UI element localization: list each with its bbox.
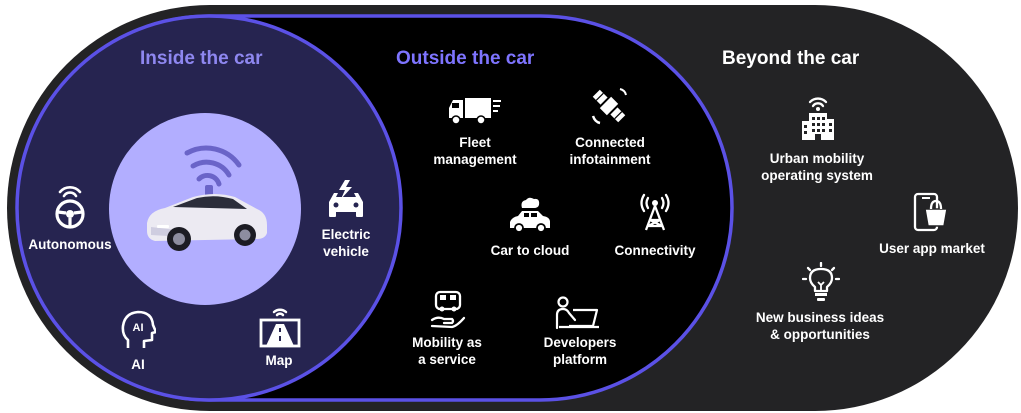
mobility-as-service-label: Mobility as a service <box>412 335 482 367</box>
outside-title: Outside the car <box>396 48 535 69</box>
ai-label: AI <box>131 357 145 372</box>
autonomous-label: Autonomous <box>28 237 112 252</box>
mobility-service-icon <box>430 290 466 329</box>
electric-vehicle-label: Electric vehicle <box>321 227 371 259</box>
city-building-icon <box>802 97 834 140</box>
connectivity-label: Connectivity <box>614 243 696 258</box>
car-cloud-icon <box>510 197 550 233</box>
developers-platform-label: Developers platform <box>543 335 617 367</box>
urban-mobility-label: Urban mobility operating system <box>761 151 873 183</box>
steering-wheel-icon <box>55 186 85 229</box>
map-icon <box>259 308 301 348</box>
car-icon <box>147 145 267 251</box>
delivery-truck-icon <box>449 98 501 125</box>
ai-head-icon: AI <box>121 310 156 348</box>
satellite-icon <box>591 88 627 125</box>
beyond-title: Beyond the car <box>722 48 860 69</box>
antenna-tower-icon <box>640 193 670 231</box>
connected-infotainment-label: Connected infotainment <box>569 135 651 167</box>
car-to-cloud-label: Car to cloud <box>490 243 570 258</box>
business-ideas-label: New business ideas & opportunities <box>755 310 885 342</box>
map-label: Map <box>265 353 293 368</box>
inside-title: Inside the car <box>140 48 263 69</box>
fleet-management-label: Fleet management <box>433 135 517 167</box>
app-market-icon <box>913 192 948 232</box>
lightbulb-icon <box>802 262 840 301</box>
user-app-market-label: User app market <box>879 241 985 256</box>
electric-vehicle-icon <box>329 180 363 217</box>
ai-icon-text: AI <box>133 322 144 334</box>
developer-laptop-icon <box>555 296 599 330</box>
